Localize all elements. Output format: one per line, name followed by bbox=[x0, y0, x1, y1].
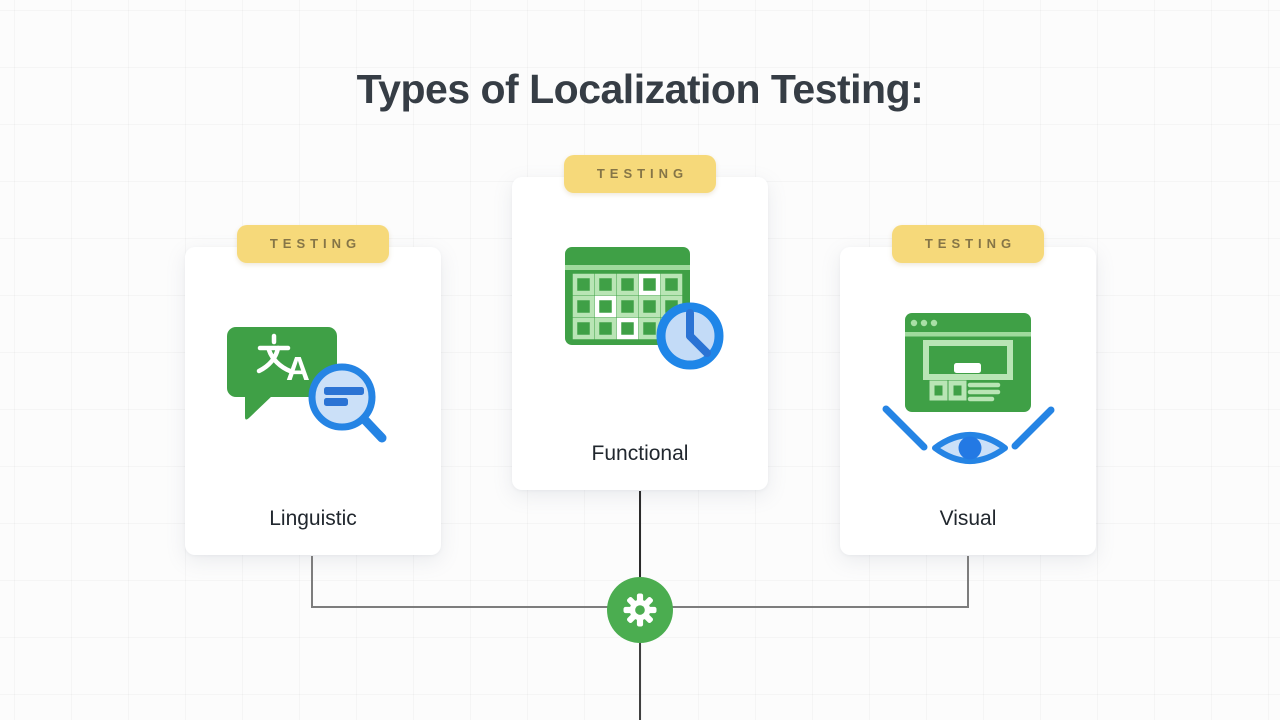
svg-text:A: A bbox=[286, 350, 310, 387]
connector-hub bbox=[607, 577, 673, 643]
card-label: Functional bbox=[591, 442, 689, 465]
card-functional: TESTING bbox=[512, 155, 768, 490]
calendar-clock-icon bbox=[563, 245, 725, 376]
gear-icon bbox=[623, 593, 657, 627]
testing-badge: TESTING bbox=[892, 225, 1044, 263]
connector-line-linguistic bbox=[311, 556, 313, 608]
connector-line-visual bbox=[967, 556, 969, 608]
testing-badge: TESTING bbox=[237, 225, 389, 263]
connector-line-functional bbox=[639, 491, 641, 577]
card-label: Linguistic bbox=[269, 507, 357, 530]
page-title: Types of Localization Testing: bbox=[356, 66, 924, 112]
connector-line-bottom bbox=[639, 641, 641, 720]
testing-badge: TESTING bbox=[564, 155, 716, 193]
card-visual: TESTING bbox=[840, 225, 1096, 555]
translate-search-icon: A bbox=[225, 325, 405, 455]
card-linguistic: TESTING A Li bbox=[185, 225, 441, 555]
browser-eye-icon bbox=[880, 311, 1056, 478]
card-label: Visual bbox=[939, 507, 997, 530]
